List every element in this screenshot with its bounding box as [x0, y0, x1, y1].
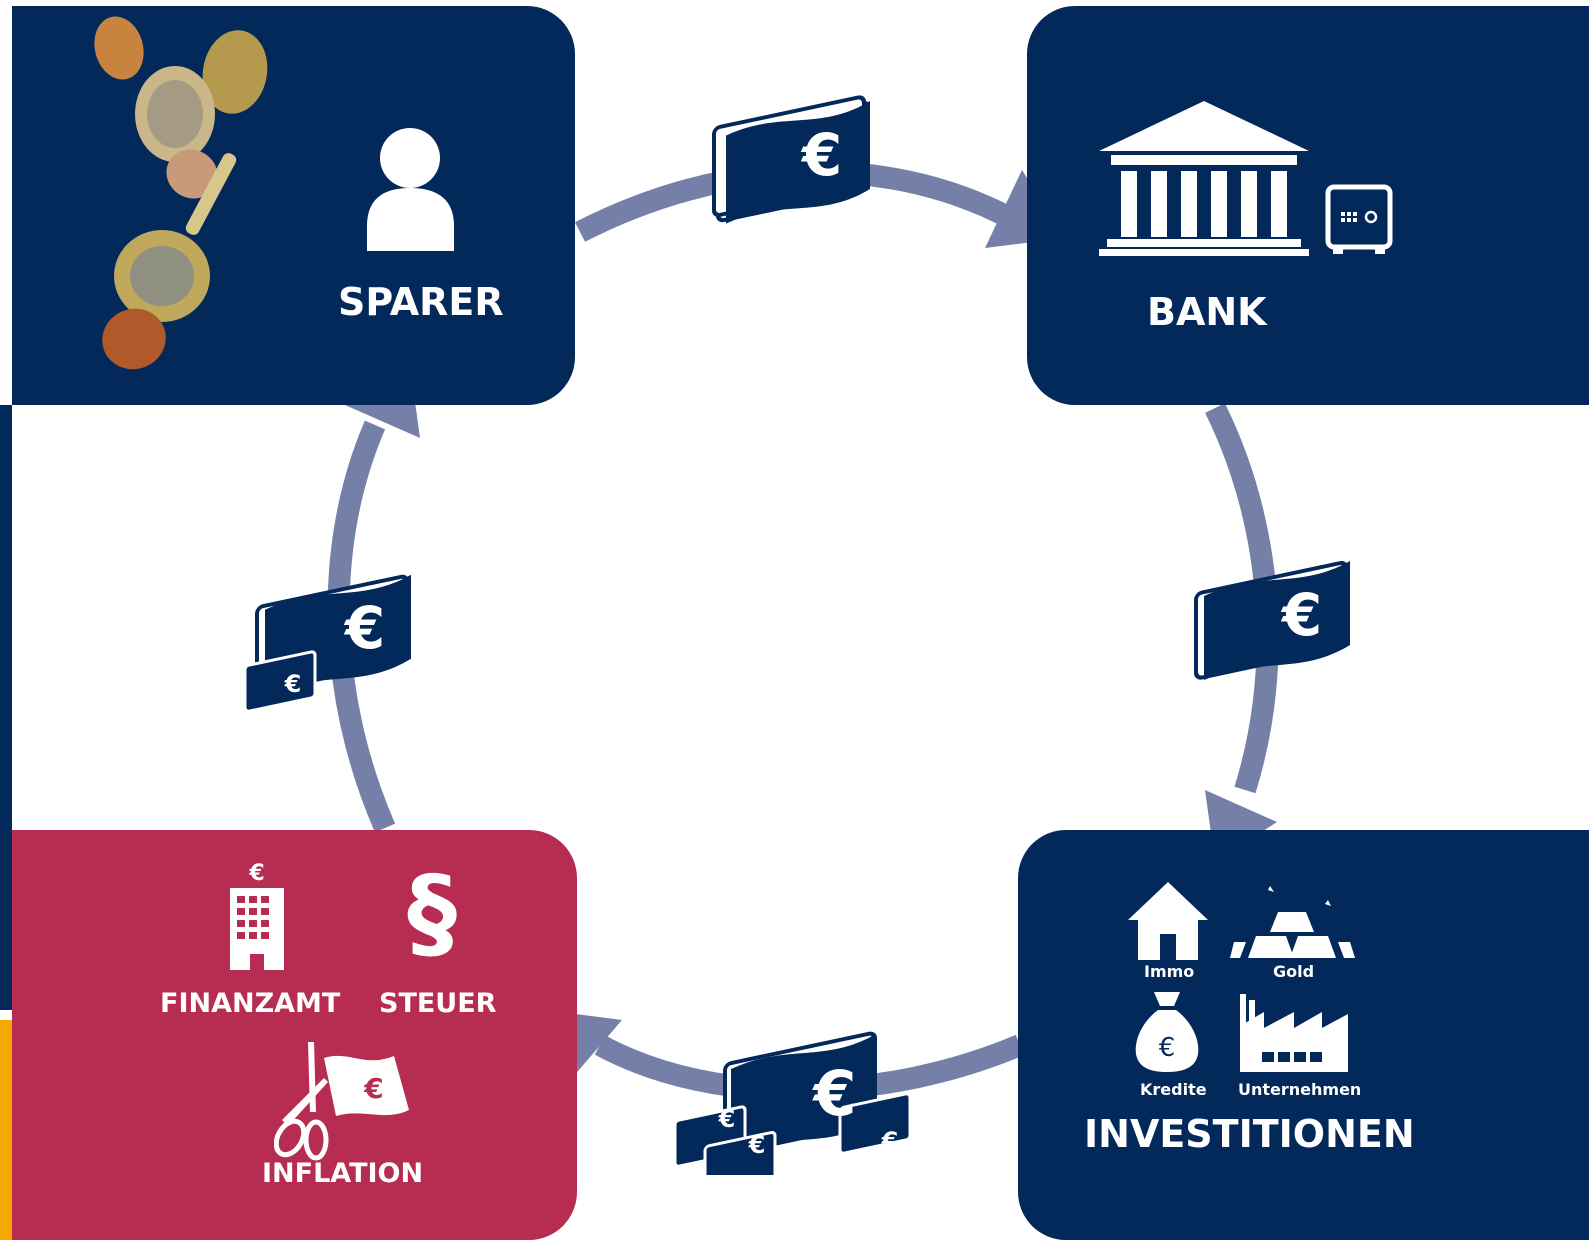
- money-bills-icon-top: €: [712, 95, 870, 224]
- left-edge-strip-navy: [0, 405, 12, 1010]
- bill-euro-symbol-left-small: €: [284, 670, 302, 698]
- money-bag-icon: €: [1135, 992, 1199, 1072]
- gold-bars-icon: [1230, 886, 1355, 958]
- bill-euro-symbol-bottom-small-3: €: [881, 1127, 899, 1155]
- finanzamt-box: € § FINANZAMT STEUER € INFLATION: [12, 830, 577, 1240]
- inflation-label: INFLATION: [262, 1158, 424, 1189]
- unternehmen-label: Unternehmen: [1238, 1080, 1362, 1099]
- bank-building-icon: [1099, 101, 1309, 256]
- bill-euro-symbol-left: €: [343, 594, 385, 662]
- coins-icon: [94, 16, 268, 370]
- finanzamt-label: FINANZAMT: [160, 988, 341, 1019]
- money-bag-euro-symbol: €: [1159, 1033, 1176, 1063]
- scissors-cut-money-icon: €: [274, 1042, 409, 1161]
- bank-label: BANK: [1147, 290, 1267, 334]
- factory-icon: [1240, 994, 1348, 1072]
- money-bills-icon-bottom: € € € €: [675, 1031, 912, 1175]
- investitionen-label: INVESTITIONEN: [1084, 1112, 1415, 1156]
- gold-label: Gold: [1273, 962, 1315, 981]
- house-icon: [1128, 882, 1208, 960]
- bill-euro-symbol-bottom: €: [811, 1057, 856, 1130]
- immo-label: Immo: [1144, 962, 1195, 981]
- bill-euro-symbol-top: €: [800, 121, 842, 189]
- bill-euro-symbol-bottom-small-1: €: [718, 1105, 736, 1133]
- sparer-box: SPARER: [12, 6, 575, 405]
- left-edge-strip-yellow: [0, 1020, 12, 1240]
- safe-icon: [1325, 184, 1393, 254]
- money-bills-icon-right: €: [1194, 560, 1350, 680]
- kredite-label: Kredite: [1140, 1080, 1207, 1099]
- money-bills-icon-left: € €: [245, 574, 411, 713]
- finance-office-euro-symbol: €: [248, 861, 264, 886]
- investitionen-box: Immo Gold € Kredite Unternehmen INVESTIT…: [1018, 830, 1589, 1240]
- steuer-label: STEUER: [379, 988, 497, 1019]
- user-icon: [367, 128, 454, 251]
- paragraph-icon: §: [407, 854, 457, 971]
- finance-office-icon: €: [230, 861, 284, 970]
- bill-euro-symbol-right: €: [1280, 581, 1322, 649]
- sparer-label: SPARER: [338, 280, 504, 324]
- bank-box: BANK: [1027, 6, 1589, 405]
- cut-bill-euro-symbol: €: [363, 1072, 383, 1105]
- bill-euro-symbol-bottom-small-2: €: [748, 1131, 766, 1159]
